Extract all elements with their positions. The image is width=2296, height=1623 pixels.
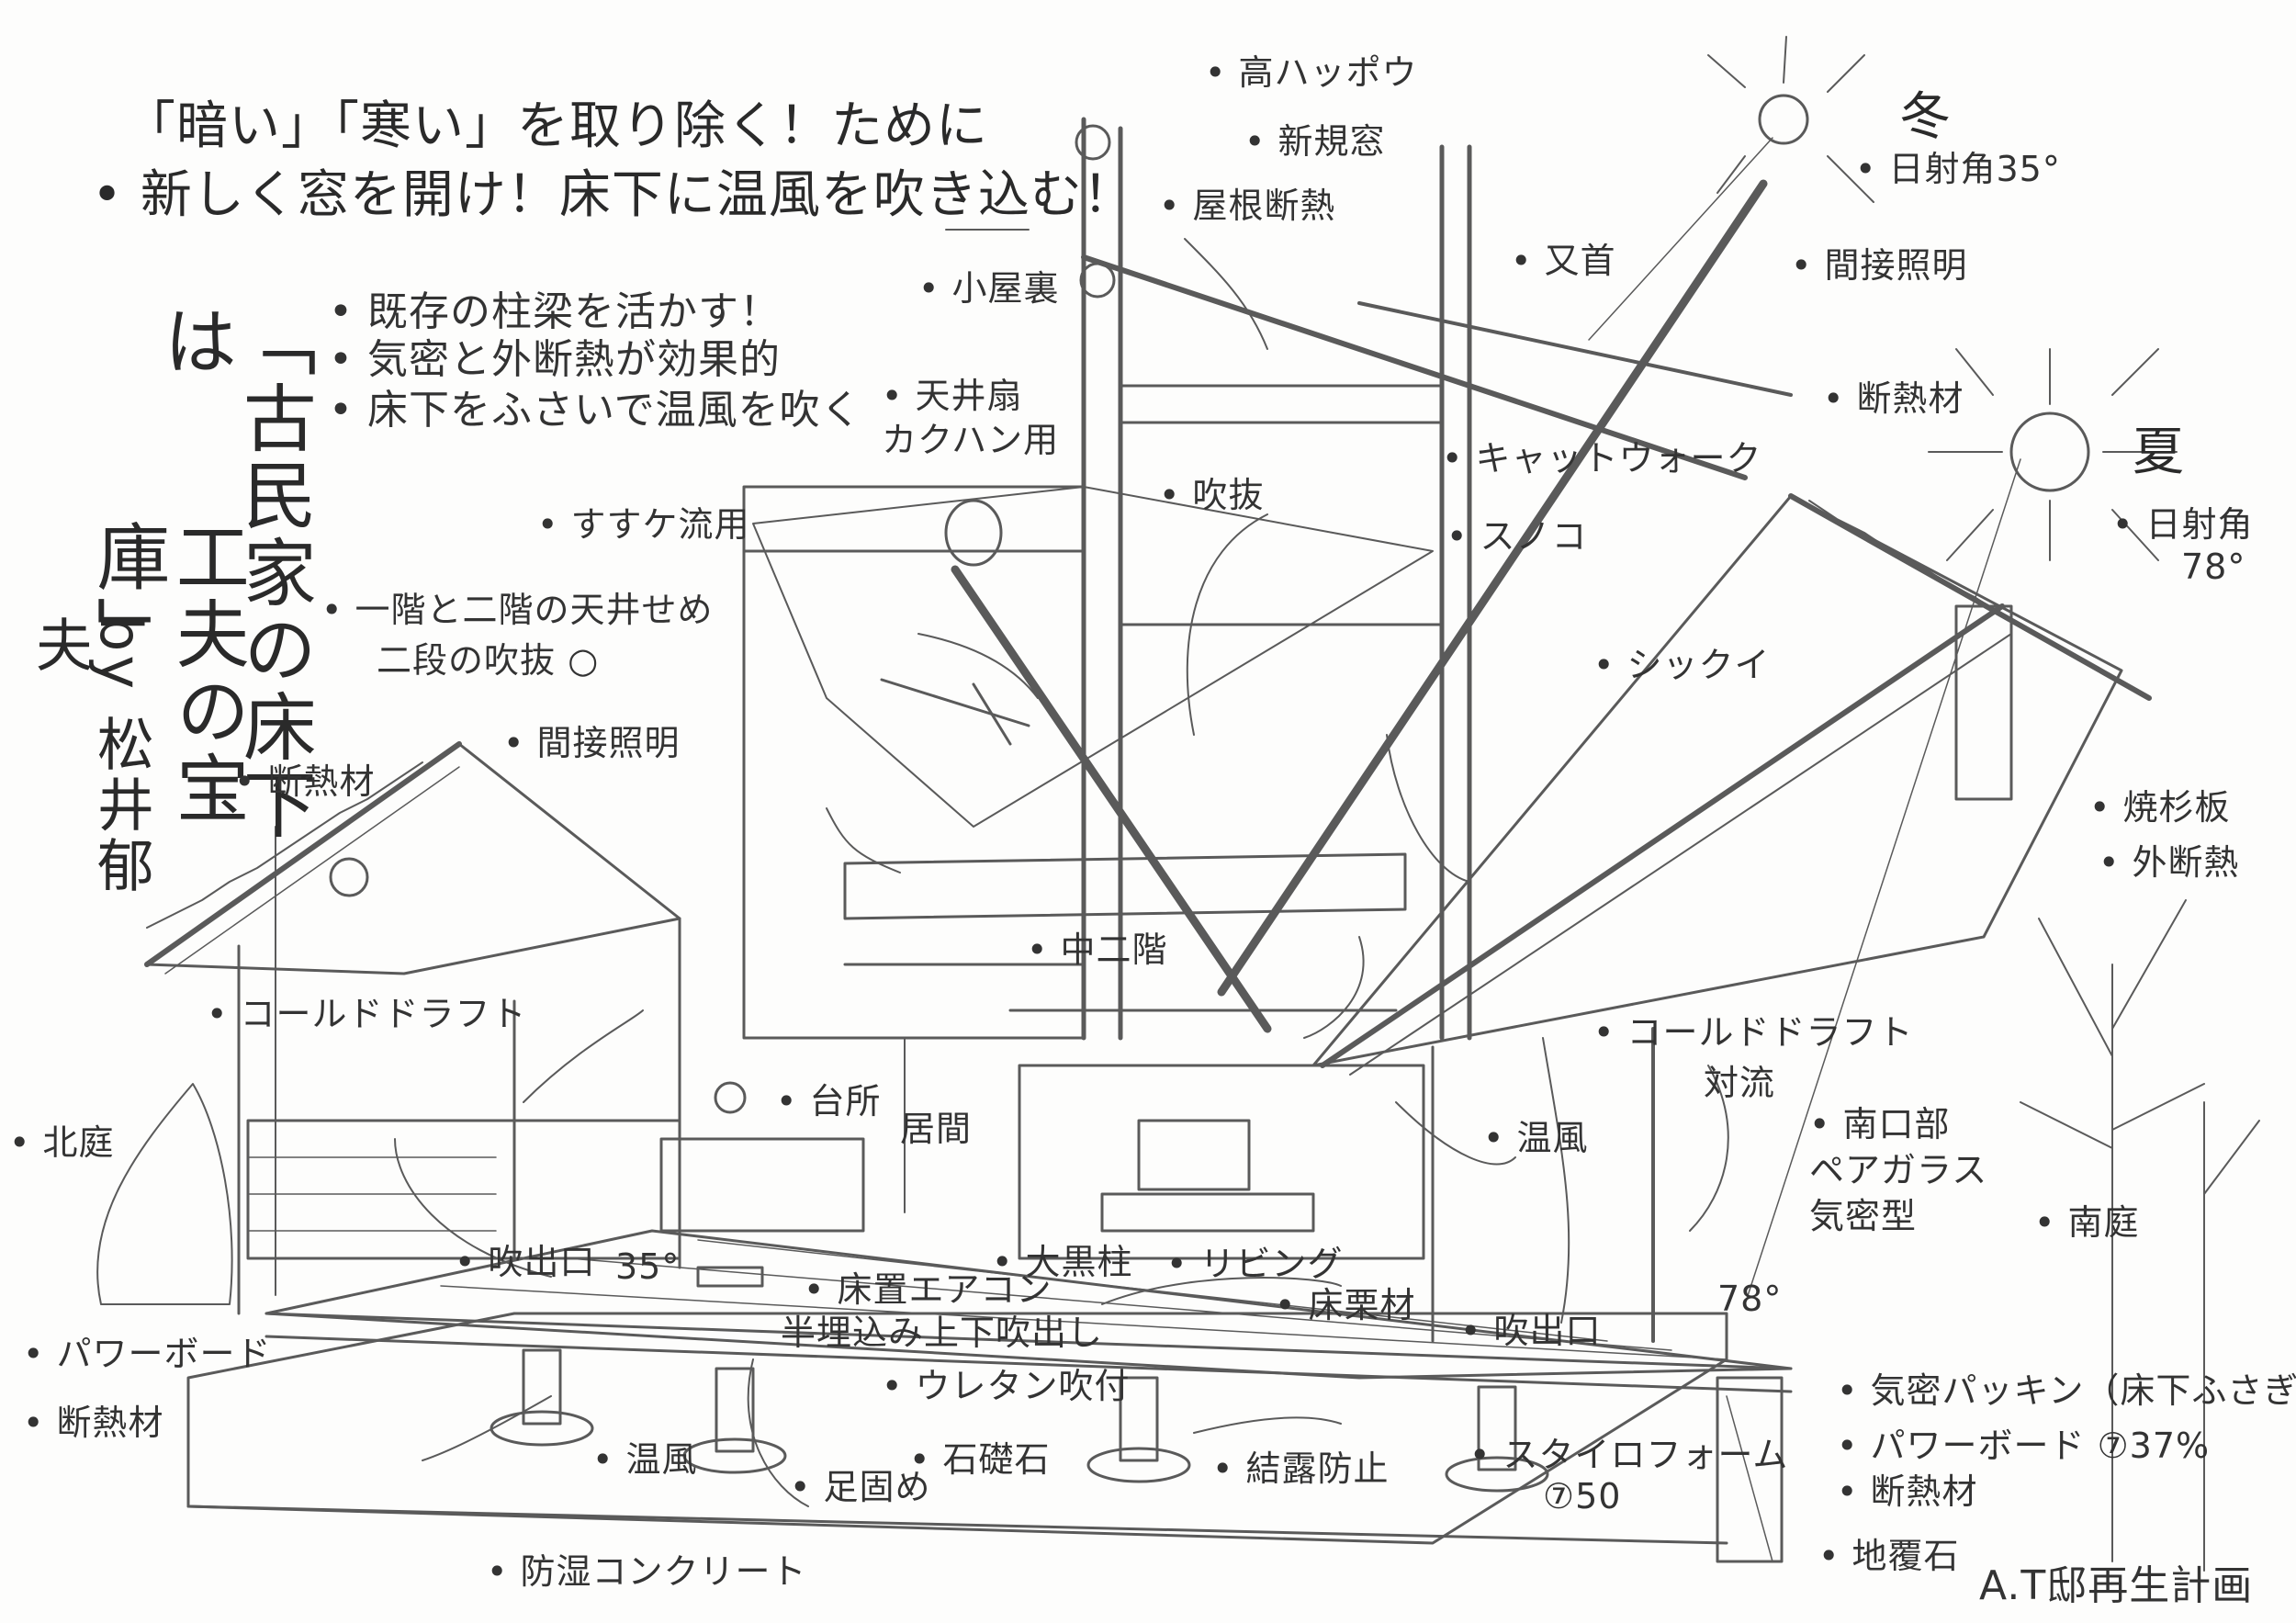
label-ikkai-nikai: 一階と二階の天井せめ	[321, 592, 714, 627]
tie-beam-lower	[1357, 301, 1793, 397]
label-nissha-winter: 日射角35°	[1855, 152, 2061, 186]
loft-floor	[1119, 384, 1444, 424]
floor-front-edge	[264, 1312, 1793, 1370]
label-kakuhan: カクハン用	[882, 420, 1060, 460]
label-angle-left: 35°	[615, 1246, 681, 1287]
label-yakisugi: 焼杉板	[2089, 790, 2231, 825]
label-daikokubashira: 大黒柱	[992, 1245, 1133, 1279]
label-catwalk: キャットウォーク	[1442, 441, 1762, 476]
sun-winter	[1758, 94, 1809, 145]
label-cold-draft-left: コールドドラフト	[207, 997, 527, 1031]
label-kitaniwa: 北庭	[9, 1125, 115, 1160]
footing-3	[1119, 1376, 1159, 1462]
label-fukinuke: 吹抜	[1159, 478, 1265, 513]
right-roof	[1311, 494, 2123, 1067]
label-dannetsuzai-floor: 断熱材	[23, 1405, 164, 1440]
label-styrofoam-a: スタイロフォーム	[1469, 1437, 1788, 1472]
sun-summer-label: 夏	[2133, 423, 2185, 482]
label-yane-dannetsu: 屋根断熱	[1159, 188, 1336, 223]
label-hanumekomi: 半埋込み上下吹出し	[781, 1313, 1104, 1353]
right-post-block	[1954, 604, 2013, 801]
label-styrofoam-b: ⑦50	[1543, 1476, 1622, 1516]
label-susuke: すすケ流用	[537, 507, 750, 542]
label-urethane: ウレタン吹付	[882, 1369, 1131, 1403]
tv-stand	[1100, 1192, 1315, 1233]
tree-right	[2020, 899, 2205, 1562]
label-shikkui: シックイ	[1593, 648, 1771, 682]
title-line-1: 「暗い」「寒い」を取り除く！ために	[124, 96, 988, 156]
label-ashigatame: 足固め	[790, 1470, 931, 1505]
label-sotodannetsu: 外断熱	[2099, 845, 2240, 880]
label-onpu-center: 温風	[1483, 1121, 1589, 1155]
title-line-2: 新しく窓を開け！床下に温風を吹き込む！	[92, 170, 1135, 221]
label-fukidashi-left: 吹出口	[455, 1245, 596, 1279]
label-chunikai: 中二階	[1027, 932, 1168, 967]
label-pair-glass: ペアガラス	[1809, 1150, 1988, 1190]
label-minaminiwa: 南庭	[2034, 1205, 2140, 1240]
label-kimitsu-packing: 気密パッキン（床下ふさぎ）	[1837, 1373, 2296, 1408]
label-daidokoro: 台所	[776, 1084, 882, 1119]
footing-1	[522, 1348, 562, 1426]
plan-name: A.T邸再生計画	[1979, 1562, 2254, 1609]
label-koyaura: 小屋裏	[918, 271, 1060, 306]
insulation-right	[1808, 500, 2003, 616]
label-power-board-right: パワーボード ⑦37%	[1837, 1428, 2210, 1463]
label-soseki: 石礎石	[909, 1442, 1051, 1477]
label-dannetsuzai-right: 断熱材	[1823, 381, 1964, 416]
label-power-board-left: パワーボード	[23, 1336, 272, 1371]
vertical-title-col1: 「古民家の床下は	[152, 303, 317, 843]
floor-aircon	[696, 1266, 764, 1288]
label-kansetsu-top: 間接照明	[1791, 248, 1968, 283]
label-dannetsuzai-left: 断熱材	[234, 764, 376, 799]
label-sunoko: スノコ	[1446, 519, 1588, 554]
point-2: 気密と外断熱が効果的	[329, 340, 781, 380]
label-sasu: 又首	[1511, 243, 1616, 278]
footing-2	[715, 1367, 755, 1453]
label-tenjousen: 天井扇	[882, 378, 1023, 413]
shrub-left	[96, 1083, 233, 1305]
label-kansetsu-left: 間接照明	[503, 726, 681, 761]
label-jifukuishi: 地覆石	[1818, 1538, 1960, 1573]
label-shinkimado: 新規窓	[1244, 124, 1386, 159]
label-fukidashi-right: 吹出口	[1460, 1313, 1602, 1348]
cook-head	[714, 1081, 747, 1114]
label-living: リビング	[1166, 1246, 1344, 1281]
label-takahappou: 高ハッポウ	[1205, 55, 1418, 90]
point-3: 床下をふさいで温風を吹く	[329, 390, 862, 431]
label-dannetsuzai-base: 断熱材	[1837, 1474, 1978, 1509]
label-kimitsu-sash: 気密型	[1809, 1196, 1918, 1236]
sasu-right	[1217, 179, 1768, 997]
sun-winter-label: 冬	[1899, 87, 1952, 147]
label-onpu-under: 温風	[592, 1442, 698, 1477]
slab-edge	[186, 1505, 1728, 1545]
label-nissha-summer-a: 日射角	[2112, 507, 2254, 542]
label-ima: 居間	[900, 1109, 973, 1149]
sasu-left	[951, 565, 1272, 1033]
label-yukakurizai: 床栗材	[1275, 1288, 1416, 1323]
label-nissha-summer-b: 78°	[2181, 547, 2246, 587]
mezzanine-beam	[843, 852, 1407, 920]
insulation-left	[146, 761, 423, 929]
vertical-author: by 松井郁夫	[25, 615, 154, 896]
sun-summer	[2009, 411, 2090, 492]
label-angle-right: 78°	[1717, 1279, 1783, 1319]
upper-ceiling-plane	[752, 486, 1434, 828]
label-bousitsu: 防湿コンクリート	[487, 1554, 807, 1589]
point-1: 既存の柱梁を活かす！	[329, 292, 781, 332]
label-tairyu: 対流	[1704, 1063, 1776, 1103]
label-nankoubu: 南口部	[1809, 1107, 1951, 1142]
tv-frame	[1137, 1119, 1251, 1191]
label-nidan-fukinuke: 二段の吹抜 ○	[377, 640, 600, 681]
kitchen-counter	[659, 1137, 865, 1233]
ceiling-fan	[880, 678, 1030, 727]
label-ketsuro: 結露防止	[1212, 1451, 1390, 1486]
label-cold-draft-right: コールドドラフト	[1593, 1015, 1914, 1050]
